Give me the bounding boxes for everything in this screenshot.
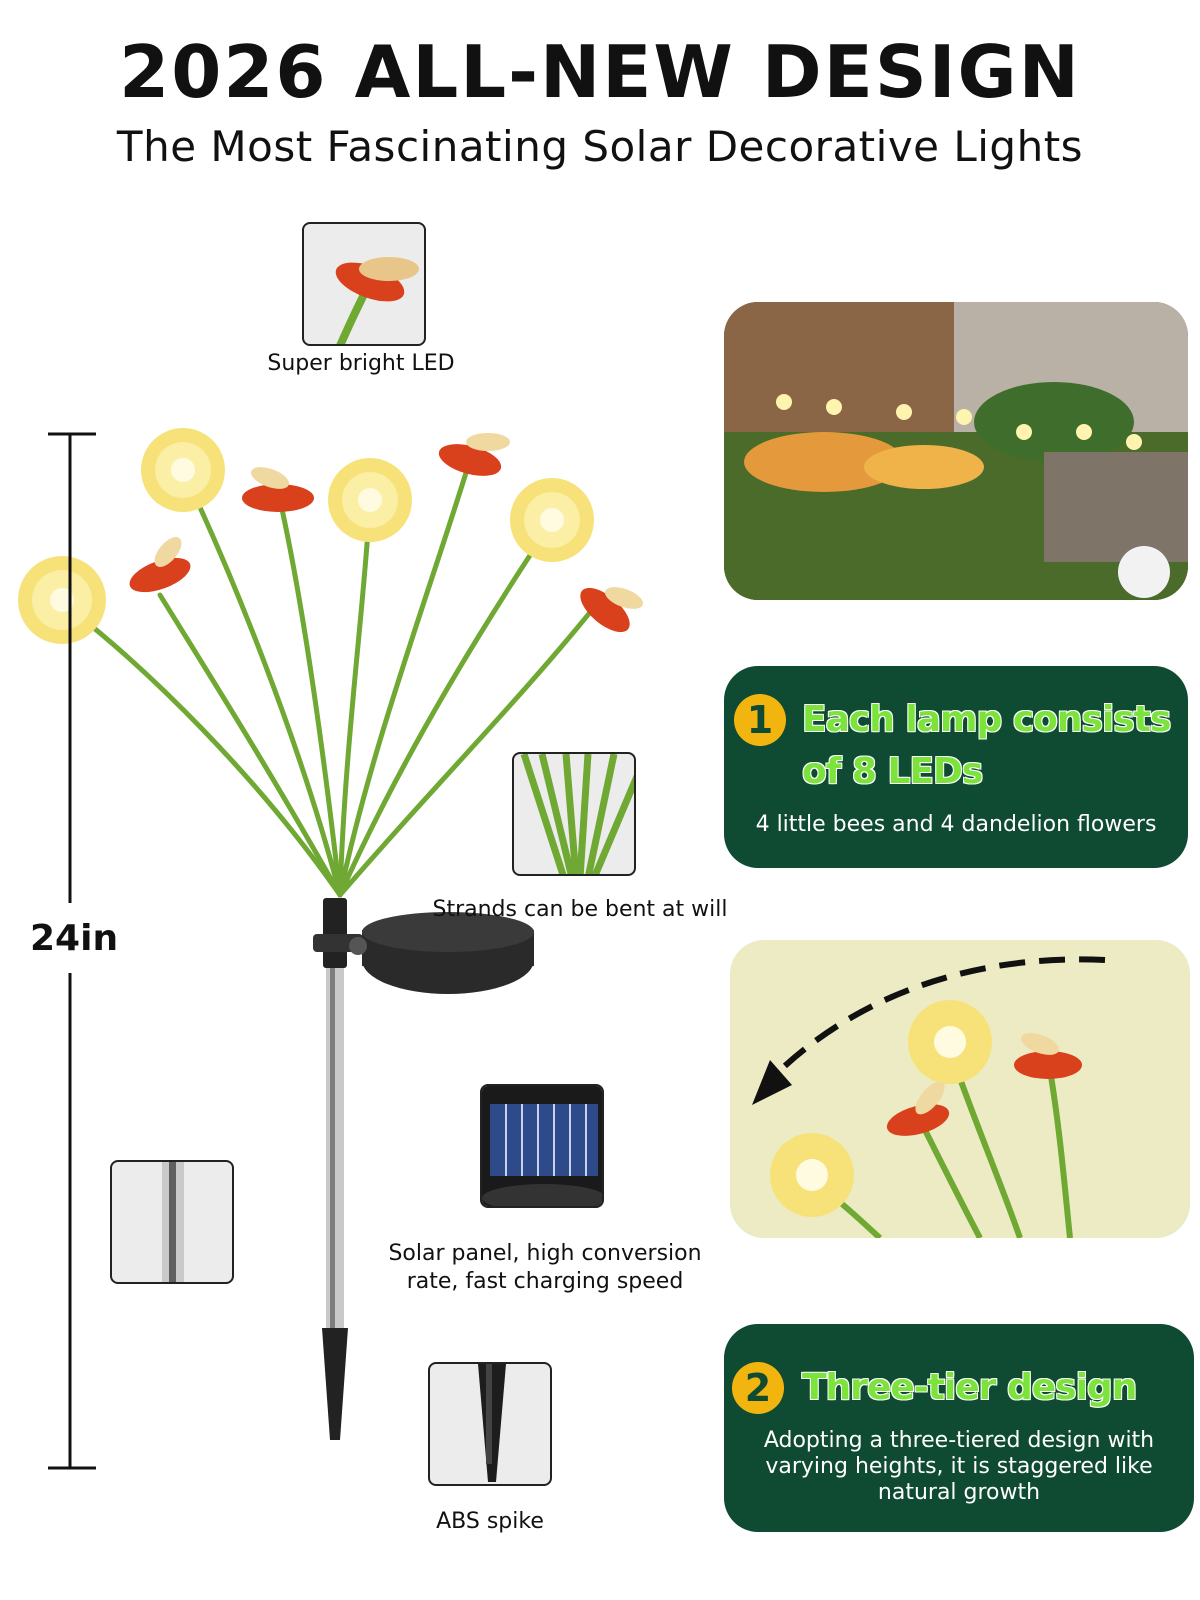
- spike-caption: ABS spike: [436, 1509, 544, 1534]
- solar-stake: [313, 898, 534, 1440]
- solar-caption-line2: rate, fast charging speed: [406, 1269, 684, 1294]
- solar-caption-line1: Solar panel, high conversion: [388, 1241, 702, 1266]
- garden-scene-photo: [724, 302, 1188, 600]
- height-label: 24in: [30, 918, 119, 959]
- arrow-icon: [752, 1060, 792, 1105]
- bee-light-icon: [129, 537, 191, 593]
- bee-light-icon: [1014, 1033, 1082, 1079]
- feature-card-1: 1 Each lamp consists of 8 LEDs 4 little …: [724, 666, 1188, 868]
- feature-card-2: 2 Three-tier design Adopting a three-tie…: [724, 1324, 1194, 1532]
- feature-body-line3: natural growth: [877, 1480, 1041, 1505]
- strands-caption: Strands can be bent at will: [432, 897, 728, 922]
- strand-detail-icon: [520, 754, 634, 874]
- feature-number-badge: 1: [734, 694, 786, 746]
- bee-light-icon: [335, 257, 419, 344]
- bee-light-icon: [580, 587, 644, 633]
- dandelion-light-icon: [908, 1000, 992, 1084]
- led-caption: Super bright LED: [267, 351, 455, 376]
- feature-body-line1: Adopting a three-tiered design with: [763, 1428, 1155, 1453]
- dandelion-light-icon: [510, 478, 594, 562]
- pole-icon: [162, 1162, 184, 1282]
- bee-light-icon: [242, 467, 314, 512]
- page-title: 2026 ALL-NEW DESIGN: [119, 30, 1081, 114]
- led-detail-box: [302, 222, 426, 346]
- three-tier-illustration: [730, 940, 1190, 1238]
- solar-panel-detail-box: [480, 1084, 604, 1208]
- dandelion-light-icon: [141, 428, 225, 512]
- dandelion-light-icon: [770, 1133, 854, 1217]
- height-dimension-line: [48, 432, 96, 1470]
- feature-body-line2: varying heights, it is staggered like: [765, 1454, 1153, 1479]
- feature-number-badge: 2: [732, 1362, 784, 1414]
- strands-detail-box: [512, 752, 636, 876]
- solar-caption: Solar panel, high conversion rate, fast …: [380, 1240, 710, 1296]
- feature-body: Adopting a three-tiered design with vary…: [724, 1428, 1194, 1506]
- dandelion-light-icon: [18, 556, 106, 644]
- bee-light-icon: [886, 1081, 950, 1136]
- product-illustration: [18, 428, 644, 1440]
- feature-heading-line1: Three-tier design: [802, 1367, 1137, 1408]
- pole-detail-box: [110, 1160, 234, 1284]
- feature-heading-line2: of 8 LEDs: [802, 751, 983, 792]
- page-subtitle: The Most Fascinating Solar Decorative Li…: [116, 122, 1084, 171]
- dandelion-light-icon: [328, 458, 412, 542]
- bee-light-icon: [438, 433, 510, 476]
- feature-body: 4 little bees and 4 dandelion flowers: [755, 812, 1157, 837]
- feature-heading-line1: Each lamp consists: [802, 699, 1171, 740]
- spike-icon: [478, 1364, 506, 1482]
- solar-panel-icon: [482, 1086, 602, 1206]
- spike-detail-box: [428, 1362, 552, 1486]
- flexible-strands: [62, 457, 603, 898]
